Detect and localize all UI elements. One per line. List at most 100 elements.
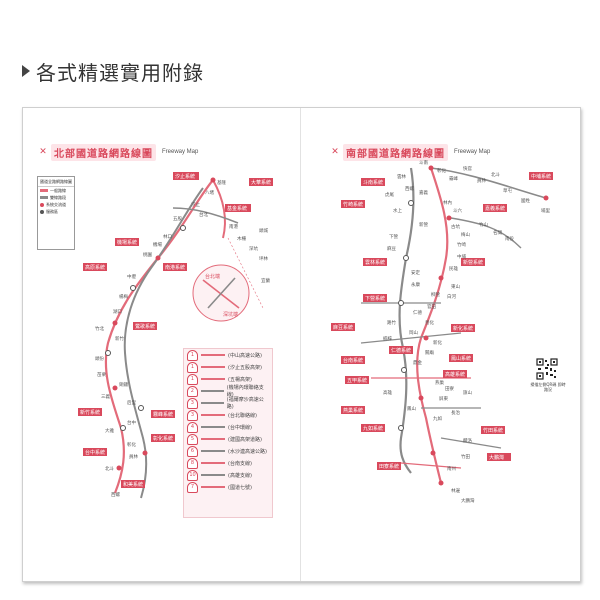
system-tag xyxy=(443,370,467,378)
place-label: 深坑 xyxy=(249,245,258,252)
system-tag xyxy=(481,426,505,434)
system-tag-label: 斗南系統 xyxy=(363,179,383,186)
system-tag-label: 台南系統 xyxy=(343,357,363,364)
station-node xyxy=(105,350,111,356)
system-tag-label: 中埔系統 xyxy=(531,173,551,180)
place-label: 梅山 xyxy=(461,231,470,238)
place-label: 林內 xyxy=(443,199,452,206)
route-legend-row: 6(水沙連高速公路) xyxy=(184,445,272,457)
place-label: 屏東 xyxy=(439,395,448,402)
place-label: 白河 xyxy=(447,293,456,300)
system-tag-label: 雲林系統 xyxy=(365,259,385,266)
right-map-title-en: Freeway Map xyxy=(454,149,491,155)
place-label: 彰化 xyxy=(437,167,446,174)
place-label: 南港 xyxy=(229,223,238,230)
station-nodes xyxy=(105,177,216,471)
section-heading-text: 各式精選實用附錄 xyxy=(36,60,204,85)
crossed-tools-icon: ✕ xyxy=(331,147,339,157)
system-tag xyxy=(529,172,553,180)
qr-caption: 掃描左側QR碼 即時路況 xyxy=(530,382,566,392)
place-label: 后里 xyxy=(127,399,136,406)
system-tag-label: 霧峰系統 xyxy=(153,411,173,418)
legend-row: 雙線路段 xyxy=(38,194,74,201)
station-node xyxy=(180,225,186,231)
station-node xyxy=(543,195,549,201)
system-tag-label: 汐止系統 xyxy=(175,173,195,180)
route-legend-label: (機場內環聯絡支線) xyxy=(226,385,264,398)
system-tag-label: 機場系統 xyxy=(117,239,137,246)
route-legend-row: 8 (台南支線) xyxy=(184,457,272,469)
place-label: 桃園 xyxy=(143,251,152,258)
place-label: 汐止 xyxy=(191,201,200,208)
system-tag xyxy=(363,258,387,266)
system-tag-label: 鳳山系統 xyxy=(451,355,471,362)
station-node xyxy=(423,335,429,341)
system-tag-label: 嘉義系統 xyxy=(485,205,505,212)
route-legend-row: 3(福爾摩沙高速公路) xyxy=(184,397,272,410)
place-label: 竹田 xyxy=(461,453,470,460)
system-tag xyxy=(377,462,401,470)
system-tag-label: 竹崎系統 xyxy=(343,201,363,208)
left-freeway-map: 汐止系統 基金系統 大華系統 機場系統 高原系統 南港系統 鶯歌系統 新竹系統 … xyxy=(78,172,273,499)
place-label: 竹崎 xyxy=(457,241,466,248)
freeway-shield-icon: 10 xyxy=(187,469,198,481)
system-tag xyxy=(363,294,387,302)
legend-dot-swatch xyxy=(40,209,44,214)
system-tag-label: 南港系統 xyxy=(165,264,185,271)
left-map-legend: 國道全路網路線圖 一般路線 雙線路段 系統交流道 服務區 xyxy=(37,176,75,250)
freeway-route-line xyxy=(104,179,214,494)
route-legend-label: (水沙連高速公路) xyxy=(228,448,267,455)
station-node xyxy=(210,177,216,183)
place-label: 林邊 xyxy=(451,487,460,494)
system-tag xyxy=(115,238,139,246)
place-labels: 基隆 八堵 汐止 五股 林口 桃園 機場 中壢 楊梅 湖口 竹北 新竹 頭份 苗… xyxy=(95,179,270,498)
place-label: 竹北 xyxy=(95,325,104,332)
freeway-shield-icon: 8 xyxy=(187,457,198,469)
station-node xyxy=(398,425,404,431)
legend-row: 服務區 xyxy=(38,208,74,215)
place-label: 路竹 xyxy=(387,319,396,326)
station-node xyxy=(142,450,148,456)
freeway-shield-icon: 3 xyxy=(187,409,198,421)
place-label: 斗南 xyxy=(419,159,428,166)
place-label: 燕巢 xyxy=(435,379,444,386)
place-label: 仁德 xyxy=(413,309,422,316)
freeway-shield-icon: 1 xyxy=(187,349,198,361)
station-node xyxy=(438,480,444,486)
system-tag-label: 燕巢系統 xyxy=(343,407,363,414)
place-label: 北斗 xyxy=(491,171,500,178)
page-divider xyxy=(300,108,301,581)
place-label: 高雄 xyxy=(383,389,392,396)
route-line-swatch xyxy=(201,378,225,380)
freeway-route-line xyxy=(123,187,204,499)
place-label: 台北 xyxy=(199,211,208,218)
station-node xyxy=(401,367,407,373)
place-label: 東山 xyxy=(451,283,460,290)
place-label: 岡山 xyxy=(409,329,418,336)
inset-label: 深坑端 xyxy=(223,311,238,318)
place-label: 宜蘭 xyxy=(261,277,270,284)
system-tag-label: 新營系統 xyxy=(463,259,483,266)
legend-line-swatch xyxy=(40,189,48,192)
place-label: 名間 xyxy=(493,229,502,236)
qr-code-icon[interactable] xyxy=(536,358,558,380)
system-tag xyxy=(451,324,475,332)
legend-label: 雙線路段 xyxy=(50,195,66,200)
route-line-swatch xyxy=(201,414,225,416)
route-legend-label: (台南支線) xyxy=(228,460,252,467)
freeway-shield-icon: 1 xyxy=(187,373,198,385)
system-tag-label: 高雄系統 xyxy=(445,371,465,378)
place-label: 安定 xyxy=(411,269,420,276)
route-legend-row: 3(台北聯絡線) xyxy=(184,409,272,421)
station-node xyxy=(438,275,444,281)
system-tag xyxy=(133,322,157,330)
system-tag-label: 九如系統 xyxy=(363,425,383,432)
system-tag-label: 新化系統 xyxy=(453,325,473,332)
route-line-swatch xyxy=(201,486,225,488)
station-node xyxy=(130,285,136,291)
route-legend-row: 1(中山高速公路) xyxy=(184,349,272,361)
station-node xyxy=(112,320,118,326)
station-node xyxy=(120,425,126,431)
system-tag-label: 竹田系統 xyxy=(483,427,503,434)
station-node xyxy=(430,450,436,456)
